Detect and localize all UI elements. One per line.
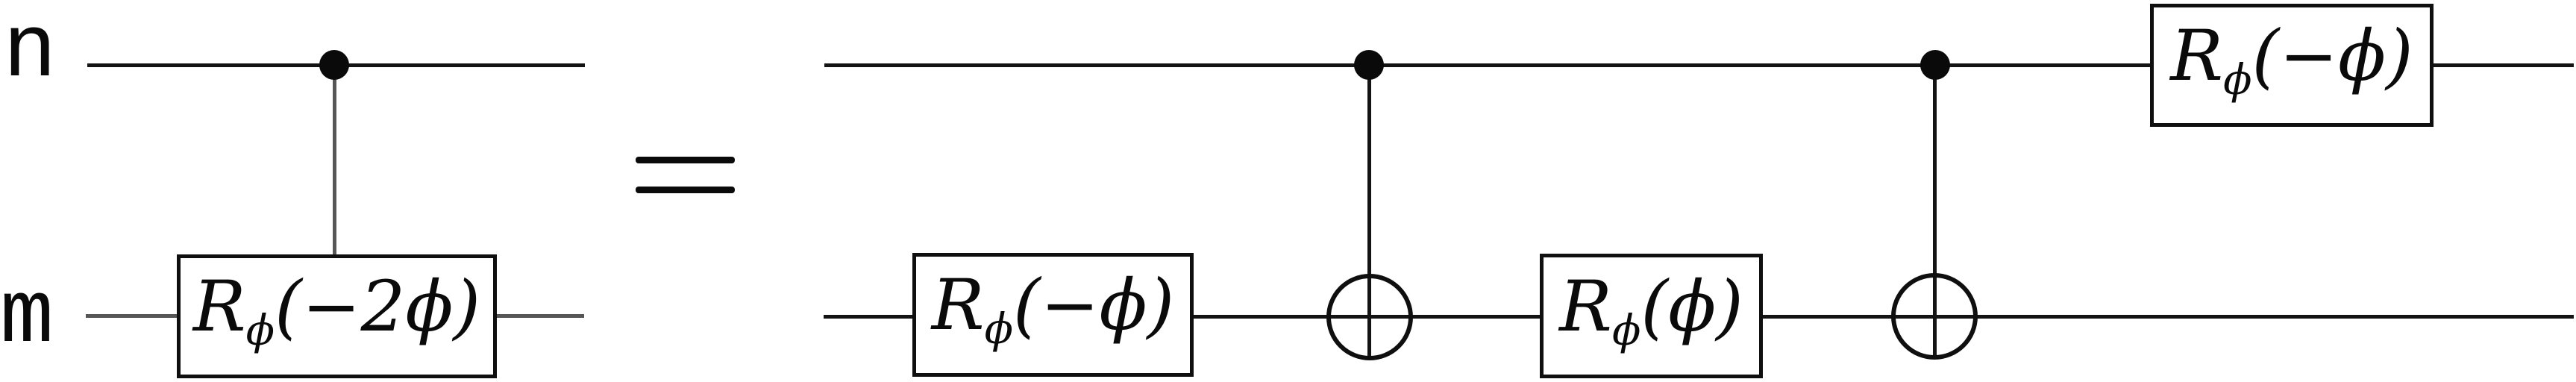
equals-top-bar — [636, 157, 735, 163]
equals-bottom-bar — [636, 187, 735, 193]
gate-box-ctrl-phase: Rϕ(−2ϕ) — [177, 254, 497, 378]
gate-label: Rϕ(ϕ) — [1559, 266, 1743, 355]
gate-box-phase-neg-bottom: Rϕ(−ϕ) — [912, 253, 1194, 377]
gate-box-phase-neg-top: Rϕ(−ϕ) — [2150, 4, 2434, 127]
left-control-line — [333, 65, 336, 256]
control-dot-icon — [319, 50, 349, 80]
wire-label-m: m — [0, 267, 54, 369]
cnot-target-icon — [1326, 274, 1413, 360]
gate-label: Rϕ(−2ϕ) — [192, 266, 481, 356]
gate-label: Rϕ(−ϕ) — [2170, 15, 2413, 104]
gate-box-phase-pos-bottom: Rϕ(ϕ) — [1540, 254, 1763, 378]
cnot1-control-line — [1367, 65, 1371, 360]
cnot-target-icon — [1891, 273, 1978, 360]
wire-label-n: n — [3, 1, 57, 103]
cnot2-control-line — [1933, 65, 1937, 359]
right-top-wire — [824, 63, 2574, 67]
equals-sign — [636, 157, 735, 193]
control-dot-icon — [1354, 50, 1384, 80]
control-dot-icon — [1920, 50, 1950, 80]
gate-label: Rϕ(−ϕ) — [931, 265, 1175, 354]
